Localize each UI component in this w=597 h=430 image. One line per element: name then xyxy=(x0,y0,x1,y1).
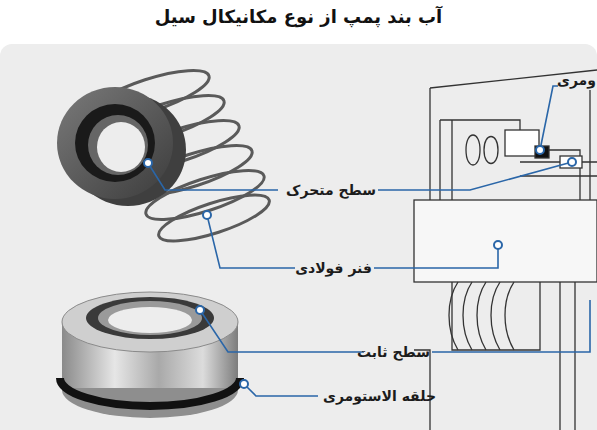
part-label: حلقه الاستومری xyxy=(323,387,436,405)
leader-dots-part xyxy=(536,146,544,154)
leader-dots-part xyxy=(196,306,204,314)
cross-section-part xyxy=(589,90,590,200)
rotating-face-ring-part xyxy=(97,122,145,172)
cross-section-part xyxy=(505,130,539,156)
cross-section xyxy=(414,70,597,430)
part-label: سطح متحرک xyxy=(286,181,376,199)
leader-lines xyxy=(148,86,590,396)
rotating-face-ring xyxy=(57,87,186,206)
cross-section-part xyxy=(560,282,575,430)
leader-lines-part xyxy=(374,245,498,268)
leader-lines-part xyxy=(378,162,572,190)
cross-section-part xyxy=(440,120,452,200)
cross-section-part xyxy=(430,70,597,88)
leader-lines-part xyxy=(540,86,558,150)
leader-lines-part xyxy=(432,300,590,352)
leader-dots-part xyxy=(240,380,248,388)
stationary-seat-part xyxy=(62,292,238,352)
rotating-face-ring-part xyxy=(75,104,155,182)
stationary-seat-part xyxy=(60,378,240,406)
leader-lines-part xyxy=(200,310,364,352)
part-label: ومری xyxy=(557,71,596,89)
cross-section-part xyxy=(449,282,514,350)
leader-dots-part xyxy=(568,158,576,166)
cross-section-part xyxy=(414,200,597,282)
rotating-face-ring-part xyxy=(57,87,173,199)
stationary-seat-part xyxy=(108,307,192,333)
leader-dots-part xyxy=(203,211,211,219)
leader-lines-part xyxy=(207,215,295,268)
stationary-seat-part xyxy=(86,297,214,339)
diagram-title: آب بند پمپ از نوع مکانیکال سیل xyxy=(0,6,597,27)
background-panel xyxy=(0,44,597,430)
stationary-seat xyxy=(60,292,240,418)
cross-section-part xyxy=(452,282,540,350)
cross-section-part xyxy=(440,120,580,200)
part-label: فنر فولادی xyxy=(295,259,372,277)
leader-lines-part xyxy=(244,384,318,396)
leader-dots xyxy=(144,146,576,388)
part-label: سطح ثابت xyxy=(357,343,430,361)
cross-section-part xyxy=(560,156,582,168)
rotating-face-ring-part xyxy=(88,115,148,175)
cross-section-part xyxy=(466,135,480,165)
stationary-seat-part xyxy=(98,301,202,335)
cross-section-part xyxy=(535,146,549,158)
leader-dots-part xyxy=(144,159,152,167)
cross-section-part xyxy=(429,88,430,200)
leader-lines-part xyxy=(148,163,278,190)
leader-dots-part xyxy=(494,241,502,249)
cross-section-part xyxy=(484,137,498,164)
